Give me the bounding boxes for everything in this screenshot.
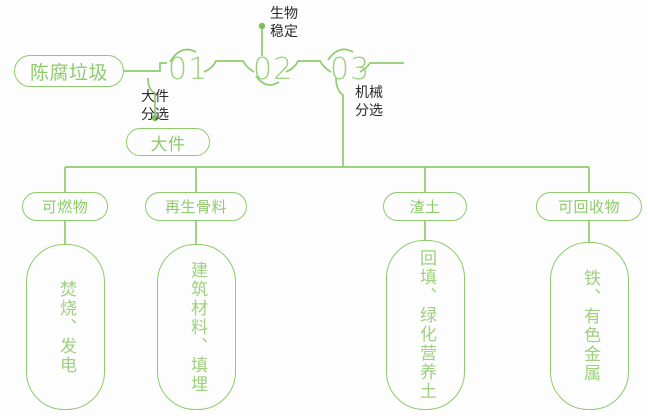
stage-number-02-text: 02 — [253, 52, 294, 87]
stage-number-03-text: 03 — [330, 52, 371, 87]
bio-stable-endpoint-dot — [258, 22, 266, 30]
output-usage-text: 建筑材料、填埋 — [186, 260, 207, 394]
output-usage-text: 铁、有色金属 — [579, 269, 600, 383]
stage-number-01[interactable]: 01 — [168, 55, 208, 85]
output-usage-box-zhatu[interactable]: 回填、绿化营养土 — [386, 240, 465, 410]
output-usage-box-zaishenggulao[interactable]: 建筑材料、填埋 — [157, 244, 236, 410]
output-usage-text: 回填、绿化营养土 — [415, 249, 436, 401]
stage-note-bulky-sorting: 大件 分选 — [141, 89, 169, 123]
input-node-chenfu-laji[interactable]: 陈腐垃圾 — [14, 55, 124, 87]
stage-number-02[interactable]: 02 — [253, 55, 293, 85]
side-output-node-dajian[interactable]: 大件 — [126, 128, 210, 156]
output-usage-box-keranwu[interactable]: 焚烧、发电 — [26, 244, 105, 410]
output-usage-box-kehuishouwu[interactable]: 铁、有色金属 — [550, 242, 629, 410]
output-category-label: 可回收物 — [557, 198, 620, 216]
output-category-label: 可燃物 — [41, 198, 89, 216]
output-category-keranwu[interactable]: 可燃物 — [22, 192, 108, 221]
bulky-endpoint-dot — [151, 114, 159, 122]
stage-note-bio-stabilization: 生物 稳定 — [270, 6, 298, 40]
stage-note-mechanical-sorting: 机械 分选 — [355, 85, 383, 119]
output-usage-text: 焚烧、发电 — [55, 279, 76, 375]
side-output-label: 大件 — [150, 134, 186, 155]
output-category-label: 渣土 — [409, 198, 441, 216]
input-node-label: 陈腐垃圾 — [29, 61, 108, 84]
output-category-zhatu[interactable]: 渣土 — [383, 192, 467, 221]
stage-number-03[interactable]: 03 — [330, 55, 370, 85]
output-category-kehuishouwu[interactable]: 可回收物 — [536, 192, 642, 221]
output-category-zaishenggulao[interactable]: 再生骨料 — [145, 192, 247, 221]
stage-number-01-text: 01 — [168, 52, 209, 87]
output-category-label: 再生骨料 — [164, 198, 227, 216]
